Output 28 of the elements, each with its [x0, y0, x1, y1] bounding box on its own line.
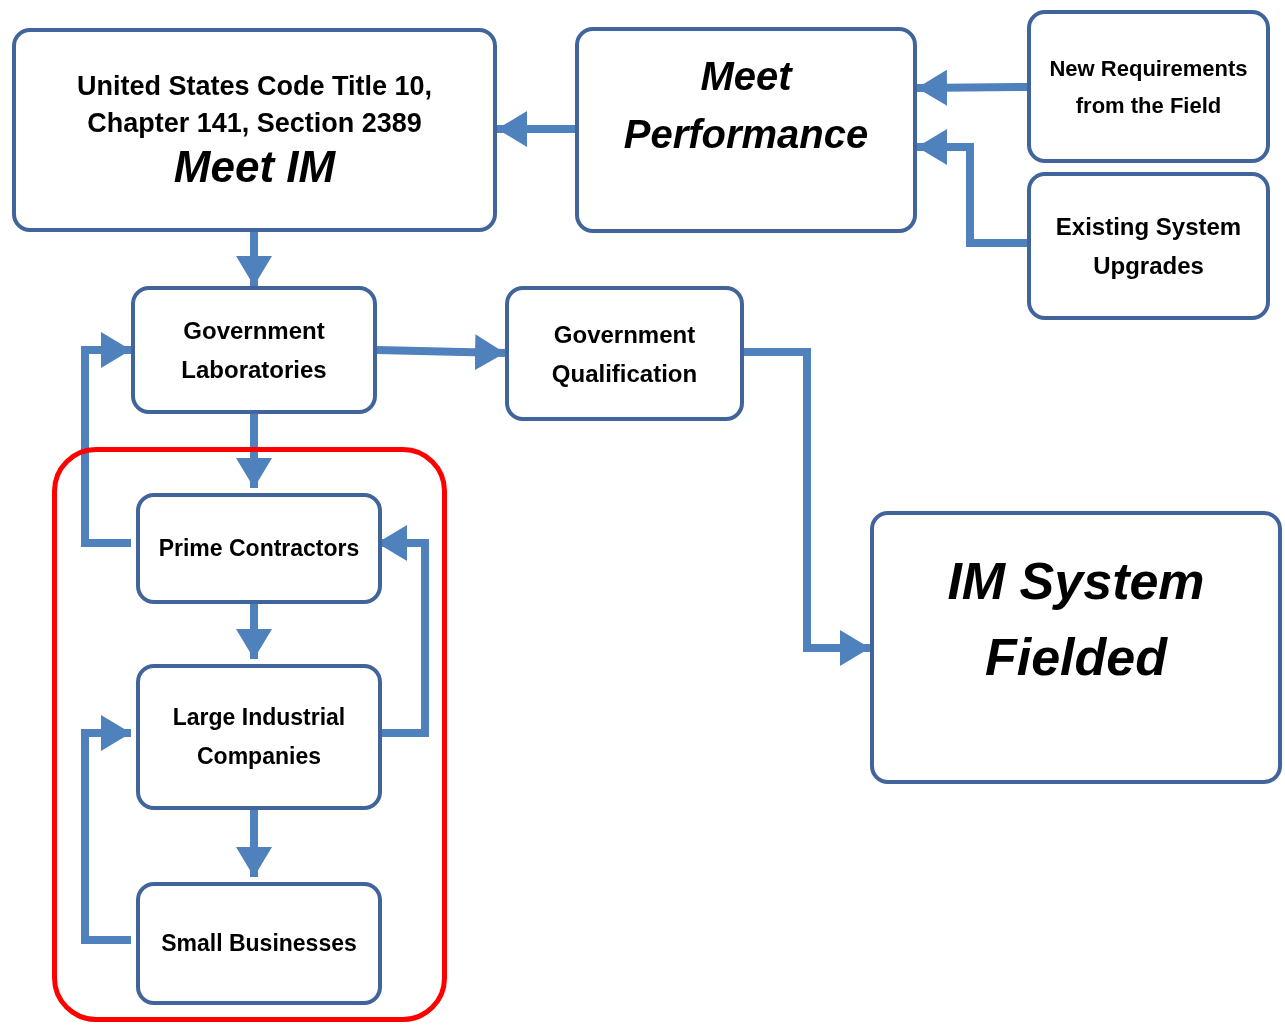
process-box — [575, 27, 917, 233]
box-text: Government Laboratories — [180, 316, 328, 385]
arrow — [376, 334, 506, 371]
process-box — [1027, 10, 1270, 163]
box-text: Prime Contractors — [158, 534, 360, 563]
arrow — [916, 69, 1028, 106]
process-box — [136, 664, 382, 810]
box-text: United States Code Title 10, Chapter 141, Section 2389 — [75, 70, 434, 140]
process-box — [136, 493, 382, 604]
box-text: New Requirements from the Field — [1048, 54, 1249, 120]
process-box — [1027, 172, 1270, 320]
process-box — [12, 28, 497, 232]
arrow — [497, 111, 575, 147]
process-box — [505, 286, 744, 421]
process-box — [136, 882, 382, 1005]
box-text: Government Qualification — [550, 319, 699, 389]
arrow — [917, 129, 1027, 247]
process-box — [131, 286, 377, 414]
group-frame — [52, 447, 447, 1022]
process-box — [870, 511, 1282, 784]
box-text: Existing System Upgrades — [1054, 212, 1243, 281]
box-text: IM System Fielded — [946, 551, 1206, 688]
box-text: Meet Performance — [622, 53, 870, 158]
box-text: Small Businesses — [161, 929, 357, 958]
arrow — [236, 232, 272, 286]
box-text: Large Industrial Companies — [171, 703, 347, 771]
box-heading: Meet IM — [173, 142, 336, 192]
arrow — [744, 348, 870, 666]
